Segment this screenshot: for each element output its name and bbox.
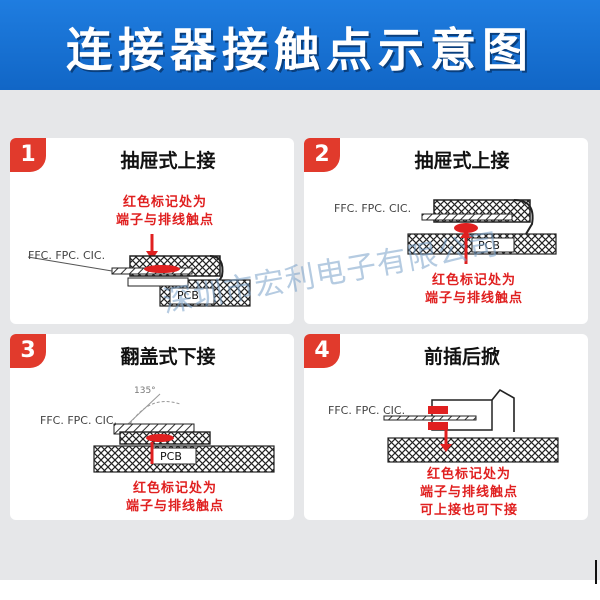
contact-note: 红色标记处为 端子与排线触点 xyxy=(394,272,554,308)
cable-strip xyxy=(421,213,513,221)
contact-note-line2: 端子与排线触点 xyxy=(125,499,224,514)
pcb-label-box xyxy=(471,237,515,253)
contact-note-line2: 端子与排线触点 xyxy=(424,291,523,306)
pcb-label-box xyxy=(169,287,215,305)
connector-diagram xyxy=(27,234,251,307)
page-title: 连接器接触点示意图 xyxy=(66,23,534,77)
card-2: 2 抽屉式上接 FFC. FPC. CIC. PCB 红色标记处为 端子与排线触… xyxy=(304,138,588,324)
card-title: 抽屉式上接 xyxy=(414,150,510,172)
pcb-label: PCB xyxy=(160,450,182,463)
edge-mark xyxy=(595,560,597,584)
contact-note-line2: 端子与排线触点 xyxy=(419,485,518,500)
connector-diagram xyxy=(93,393,275,473)
contact-point-marker xyxy=(144,265,180,273)
cable-label: FFC. FPC. CIC. xyxy=(334,202,412,215)
cable-label: FFC. FPC. CIC. xyxy=(28,249,106,262)
contact-note: 红色标记处为 端子与排线触点 xyxy=(90,480,260,516)
arrow-head-icon xyxy=(460,230,472,238)
arrow-head-icon xyxy=(440,444,452,452)
rotation-arc xyxy=(129,401,181,425)
card-title: 抽屉式上接 xyxy=(120,150,216,172)
pcb-board xyxy=(387,437,559,463)
contact-note: 红色标记处为 端子与排线触点 xyxy=(80,194,250,230)
card-number-badge: 3 xyxy=(10,334,46,368)
contact-note-line1: 红色标记处为 xyxy=(426,467,511,482)
card-number-badge: 4 xyxy=(304,334,340,368)
contact-point-marker-bottom xyxy=(428,422,448,430)
cable-label: FFC. FPC. CIC. xyxy=(40,414,118,427)
pcb-label: PCB xyxy=(177,289,199,302)
rotation-guide xyxy=(127,393,161,425)
contact-note-line3: 可上接也可下接 xyxy=(419,503,518,518)
cable-leader-line xyxy=(27,256,113,272)
card-number-badge: 2 xyxy=(304,138,340,172)
housing-latch xyxy=(200,255,224,289)
contact-point-marker xyxy=(454,223,478,233)
contact-note-line1: 红色标记处为 xyxy=(122,195,207,210)
contact-point-marker-top xyxy=(428,406,448,414)
housing-latch xyxy=(513,199,534,235)
contact-note-line1: 红色标记处为 xyxy=(431,273,516,288)
connector-diagram xyxy=(407,199,557,264)
contact-note-line2: 端子与排线触点 xyxy=(115,213,214,228)
card-title: 前插后掀 xyxy=(423,346,500,368)
contact-note: 红色标记处为 端子与排线触点 可上接也可下接 xyxy=(384,466,554,520)
card-4: 4 前插后掀 FFC. FPC. CIC. 红色标记处为 端子与排线触点 可上接… xyxy=(304,334,588,520)
angle-label: 135° xyxy=(134,386,156,396)
housing-latch xyxy=(491,388,515,432)
card-1: 1 抽屉式上接 红色标记处为 端子与排线触点 FFC. FPC. CIC. PC xyxy=(10,138,294,324)
card-title: 翻盖式下接 xyxy=(120,346,216,368)
card-number-badge: 1 xyxy=(10,138,46,172)
cable-strip xyxy=(383,415,477,421)
connector-diagram xyxy=(383,388,559,463)
contact-note-line1: 红色标记处为 xyxy=(132,481,217,496)
card-3: 3 翻盖式下接 135° FFC. FPC. CIC. PCB 红色标记处为 端… xyxy=(10,334,294,520)
terminal-base xyxy=(127,277,189,287)
pcb-label: PCB xyxy=(478,239,500,252)
header-banner: 连接器接触点示意图 xyxy=(0,0,600,90)
contact-point-marker xyxy=(146,434,174,442)
cable-label: FFC. FPC. CIC. xyxy=(328,404,406,417)
